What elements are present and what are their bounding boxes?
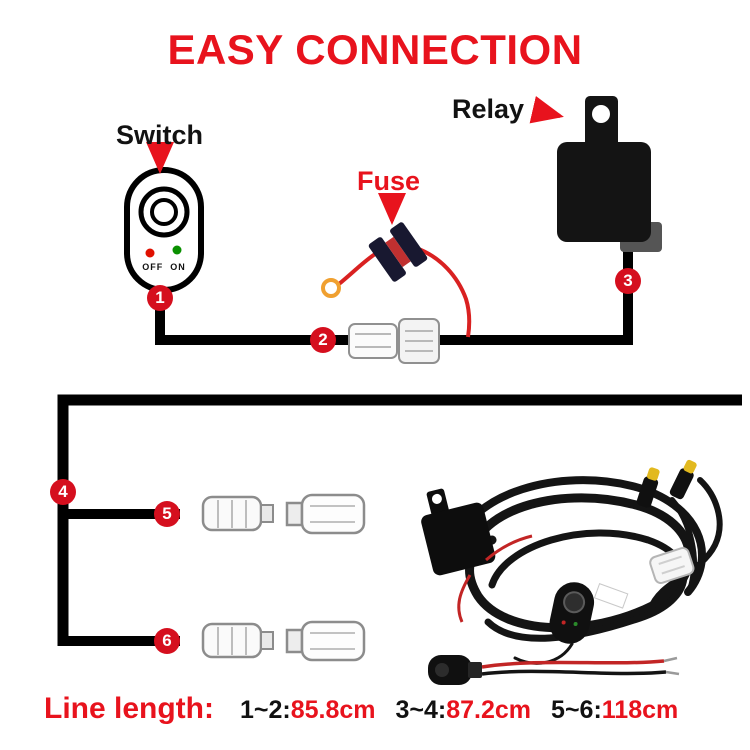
photo-switch [549, 582, 595, 644]
relay-body [557, 142, 651, 242]
line-length-seg-1: 1~2:85.8cm [239, 696, 376, 724]
wire-harness-lines [57, 236, 742, 646]
switch-label: Switch [116, 120, 204, 150]
switch-off-on-text: OFF ON [132, 262, 196, 272]
switch-on-text: ON [170, 262, 186, 272]
marker-4: 4 [50, 479, 76, 505]
photo-label-tag [593, 583, 629, 609]
connector-pair-row-5 [201, 493, 366, 535]
connector-pair-row-6 [201, 620, 366, 662]
photo-connector-yellow-1 [636, 467, 660, 508]
marker-6: 6 [154, 628, 180, 654]
photo-connector-white [649, 547, 695, 584]
relay-mount-hole [592, 105, 610, 123]
switch-led-red [145, 248, 155, 258]
marker-1: 1 [147, 285, 173, 311]
marker-3: 3 [615, 268, 641, 294]
fuse-label: Fuse [357, 166, 421, 196]
line-length-seg-3: 5~6:118cm [551, 696, 679, 724]
switch-graphic [124, 167, 204, 293]
wire-output-run [57, 394, 742, 646]
ring-terminal-icon [321, 278, 341, 298]
inline-connector-2pin [348, 318, 440, 364]
line-length-seg-2: 3~4:87.2cm [395, 696, 532, 724]
relay-label: Relay [452, 94, 525, 124]
line-length-footer: Line length: 1~2:85.8cm 3~4:87.2cm 5~6:1… [44, 692, 734, 726]
marker-5: 5 [154, 501, 180, 527]
photo-relay [421, 488, 496, 576]
switch-off-text: OFF [142, 262, 164, 272]
label-arrows [146, 96, 564, 225]
product-photo [421, 459, 723, 685]
pigtail-wire [428, 655, 680, 685]
line-length-prefix: Line length: [44, 692, 214, 725]
photo-connector-yellow-2 [669, 459, 697, 500]
marker-2: 2 [310, 327, 336, 353]
relay-arrow-icon [529, 96, 564, 124]
relay-graphic [557, 96, 662, 252]
fuse-graphic [321, 222, 472, 338]
page-title: EASY CONNECTION [167, 26, 583, 73]
switch-led-green [172, 245, 182, 255]
